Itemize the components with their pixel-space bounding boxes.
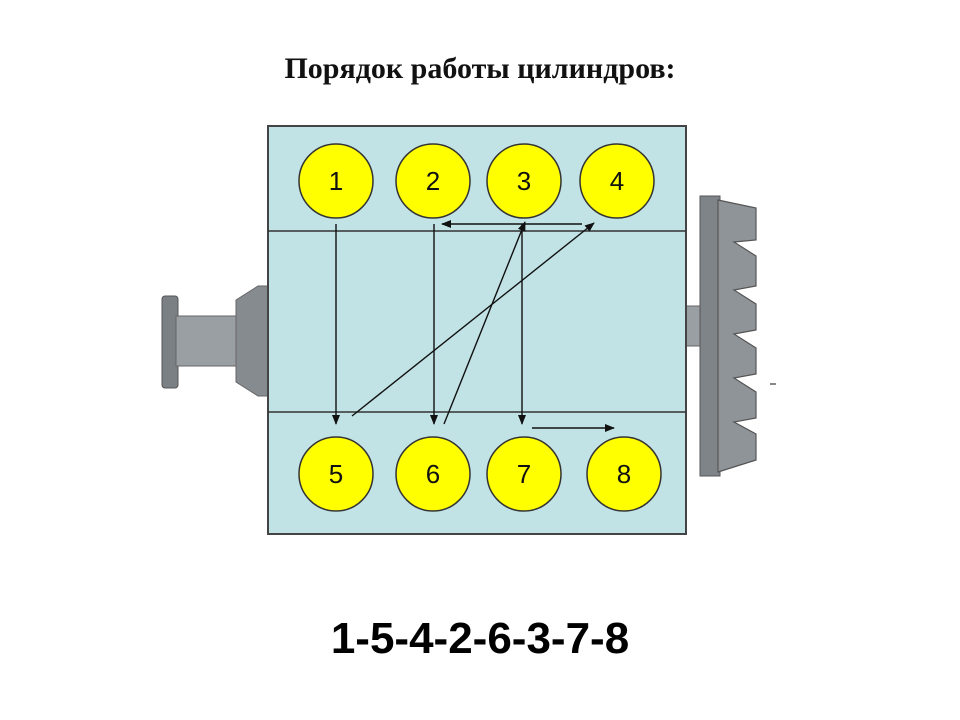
cylinder-4-label: 4	[610, 166, 624, 196]
firing-order-text: 1-5-4-2-6-3-7-8	[330, 614, 630, 663]
cylinder-3: 3	[486, 143, 562, 219]
diagram-title: Порядок работы цилиндров:	[284, 52, 676, 85]
flywheel	[685, 195, 776, 477]
cylinder-3-label: 3	[517, 166, 531, 196]
cylinder-7-label: 7	[517, 459, 531, 489]
firing-order-arrows	[332, 220, 615, 432]
front-pulley	[161, 285, 271, 397]
cylinder-2-label: 2	[426, 166, 440, 196]
cylinder-8: 8	[586, 436, 662, 512]
engine-scheme: 1 2 3 4 5 6 7 8	[161, 125, 776, 535]
cylinder-6: 6	[395, 436, 471, 512]
arrow-6-to-3	[443, 221, 526, 425]
cylinder-7: 7	[486, 436, 562, 512]
cylinder-6-label: 6	[426, 459, 440, 489]
cylinder-1-label: 1	[329, 166, 343, 196]
cylinder-5: 5	[298, 436, 374, 512]
arrow-5-to-4	[351, 222, 595, 417]
cylinder-4: 4	[579, 143, 655, 219]
cylinder-5-label: 5	[329, 459, 343, 489]
cylinder-2: 2	[395, 143, 471, 219]
cylinder-8-label: 8	[617, 459, 631, 489]
cylinder-1: 1	[298, 143, 374, 219]
